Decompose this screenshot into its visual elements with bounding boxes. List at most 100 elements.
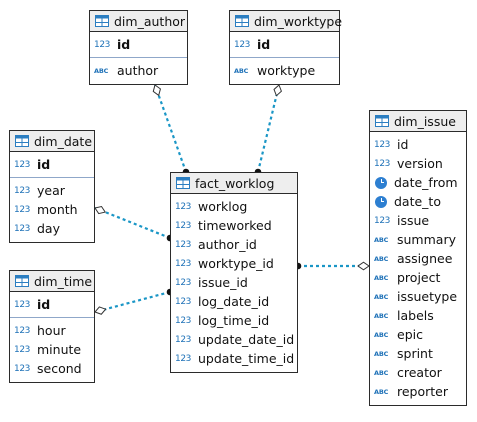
- numeric-type-icon: 123: [374, 158, 390, 169]
- entity-title: fact_worklog: [195, 175, 275, 191]
- numeric-type-icon: 123: [14, 344, 30, 355]
- relationship-line-dim-author[interactable]: [153, 84, 188, 173]
- one-end-diamond: [94, 205, 107, 215]
- numeric-type-icon: 123: [14, 325, 30, 336]
- text-type-icon: ABC: [374, 292, 389, 301]
- table-icon: [95, 15, 109, 27]
- numeric-type-icon: 123: [175, 334, 191, 345]
- entity-header[interactable]: dim_time: [10, 271, 94, 292]
- numeric-type-icon: 123: [14, 363, 30, 374]
- table-column[interactable]: date_to: [370, 192, 466, 211]
- entity-header[interactable]: dim_worktype: [230, 11, 342, 32]
- column-name: id: [37, 297, 51, 312]
- table-icon: [15, 135, 29, 147]
- table-column[interactable]: 123 hour: [10, 321, 94, 340]
- entity-header[interactable]: dim_date: [10, 131, 94, 152]
- numeric-type-icon: 123: [175, 277, 191, 288]
- entity-header[interactable]: dim_author: [90, 11, 187, 32]
- table-column[interactable]: ABC reporter: [370, 382, 466, 401]
- table-icon: [176, 177, 190, 189]
- column-name: id: [117, 37, 131, 52]
- column-name: sprint: [397, 346, 433, 361]
- column-name: worktype: [257, 63, 316, 78]
- entity-title: dim_date: [34, 133, 93, 149]
- column-name: date_from: [394, 175, 458, 190]
- table-column[interactable]: ABC epic: [370, 325, 466, 344]
- one-end-diamond: [273, 84, 282, 97]
- relationship-line-dim-time[interactable]: [94, 290, 171, 314]
- column-name: id: [397, 137, 409, 152]
- relationship-line-dim-worktype[interactable]: [256, 84, 281, 173]
- relationship-line-dim-date[interactable]: [94, 206, 171, 240]
- entity-title: dim_time: [34, 273, 93, 289]
- one-end-diamond: [152, 84, 161, 97]
- numeric-type-icon: 123: [14, 185, 30, 196]
- column-name: month: [37, 202, 78, 217]
- entity-header[interactable]: fact_worklog: [171, 173, 297, 194]
- entity-header[interactable]: dim_issue: [370, 111, 466, 132]
- column-name: reporter: [397, 384, 449, 399]
- table-column[interactable]: 123 issue_id: [171, 273, 297, 292]
- column-name: issue_id: [198, 275, 248, 290]
- column-name: summary: [397, 232, 456, 247]
- table-column[interactable]: 123 day: [10, 219, 94, 238]
- column-name: minute: [37, 342, 82, 357]
- table-icon: [235, 15, 249, 27]
- column-name: day: [37, 221, 60, 236]
- column-name: epic: [397, 327, 423, 342]
- table-column[interactable]: date_from: [370, 173, 466, 192]
- column-name: date_to: [394, 194, 441, 209]
- numeric-type-icon: 123: [234, 39, 250, 50]
- text-type-icon: ABC: [374, 330, 389, 339]
- numeric-type-icon: 123: [175, 258, 191, 269]
- column-name: issue: [397, 213, 430, 228]
- numeric-type-icon: 123: [14, 223, 30, 234]
- table-column[interactable]: 123 minute: [10, 340, 94, 359]
- text-type-icon: ABC: [374, 387, 389, 396]
- column-name: hour: [37, 323, 66, 338]
- one-end-diamond: [94, 306, 107, 315]
- text-type-icon: ABC: [374, 368, 389, 377]
